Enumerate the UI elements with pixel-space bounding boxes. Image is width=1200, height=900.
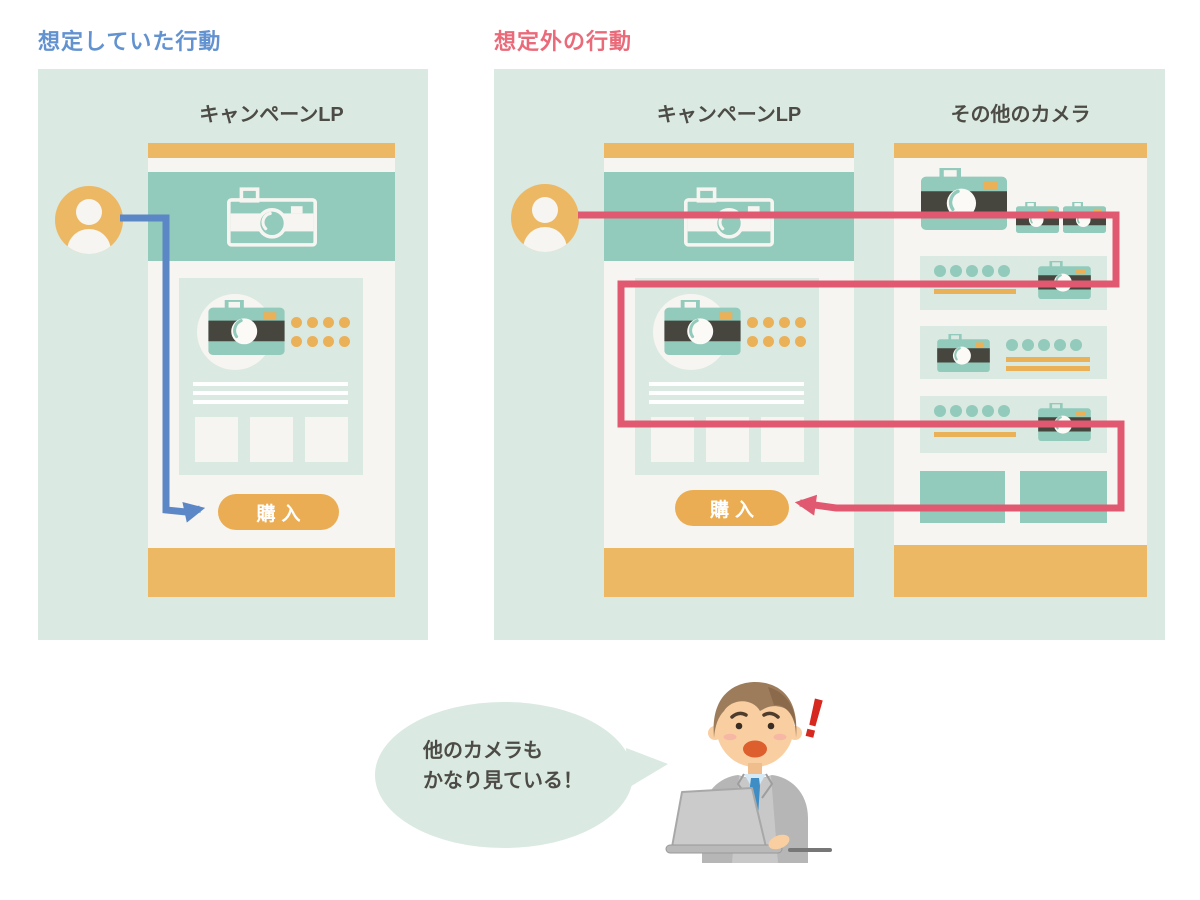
text-line-placeholder [193,391,348,395]
buy-button: 購入 [675,490,789,526]
buy-button: 購入 [218,494,339,530]
user-icon [511,184,579,252]
speech-line-2: かなり見ている！ [423,770,583,792]
lp-header-bar [604,143,854,158]
camera-list-item [920,326,1107,379]
campaign-lp-mockup: 購入 [604,143,854,597]
lp-page-label: キャンペーンLP [656,104,802,126]
thumbnail-placeholder [195,417,238,462]
camera-icon [918,168,1010,230]
thumbnail-row [195,417,348,462]
lp-page-label: キャンペーンLP [199,104,344,126]
text-line-placeholder [934,289,1016,294]
text-line-placeholder [649,391,804,395]
campaign-lp-mockup: 購入 [148,143,395,597]
text-line-placeholder [649,382,804,386]
rating-dots [291,317,350,347]
image-placeholder [920,471,1005,523]
other-cameras-page-mockup [894,143,1147,597]
speech-bubble [375,702,633,848]
thumbnail-placeholder [761,417,804,462]
lp-footer-bar [604,548,854,597]
lp-footer-bar [148,548,395,597]
rating-dots [747,317,806,347]
lp-header-bar [148,143,395,158]
lp-product-section [635,278,819,475]
speech-bubble-text: 他のカメラも かなり見ている！ [423,736,633,796]
rating-dots [1006,339,1082,351]
page-header-bar [894,143,1147,158]
thumbnail-placeholder [706,417,749,462]
text-line-placeholder [193,400,348,404]
camera-icon [1037,403,1092,441]
lp-hero-banner [148,172,395,261]
avatar-head [532,197,558,223]
text-line-placeholder [193,382,348,386]
expected-behavior-title: 想定していた行動 [38,29,222,54]
thumbnail-placeholder [305,417,348,462]
rating-dots [934,265,1010,277]
camera-icon [1061,202,1108,233]
camera-outline-icon [227,186,317,248]
image-placeholder [1020,471,1107,523]
lp-hero-banner [604,172,854,261]
camera-list-item [920,256,1107,310]
unexpected-behavior-title: 想定外の行動 [494,29,633,54]
lp-product-section [179,278,363,475]
speech-line-1: 他のカメラも [423,740,543,762]
text-line-placeholder [934,432,1016,437]
thumbnail-row [651,417,804,462]
camera-icon [664,300,741,355]
camera-icon [936,334,991,372]
text-line-placeholder [1006,357,1090,362]
rating-dots [934,405,1010,417]
expected-behavior-panel: キャンペーンLP [38,69,428,640]
avatar-head [76,199,102,225]
speech-bubble-tail [626,748,668,788]
text-line-placeholder [649,400,804,404]
page-footer-bar [894,545,1147,597]
thumbnail-placeholder [651,417,694,462]
unexpected-behavior-panel: キャンペーンLP その他のカメラ [494,69,1165,640]
thumbnail-placeholder [250,417,293,462]
camera-icon [1014,202,1061,233]
text-line-placeholder [1006,366,1090,371]
camera-icon [208,300,285,355]
person-at-laptop [665,682,832,863]
avatar-shoulders [67,229,111,254]
camera-outline-icon [684,186,774,248]
avatar-shoulders [523,227,567,252]
other-cameras-page-label: その他のカメラ [950,104,1091,126]
camera-list-item [920,396,1107,453]
user-icon [55,186,123,254]
camera-icon [1037,261,1092,299]
